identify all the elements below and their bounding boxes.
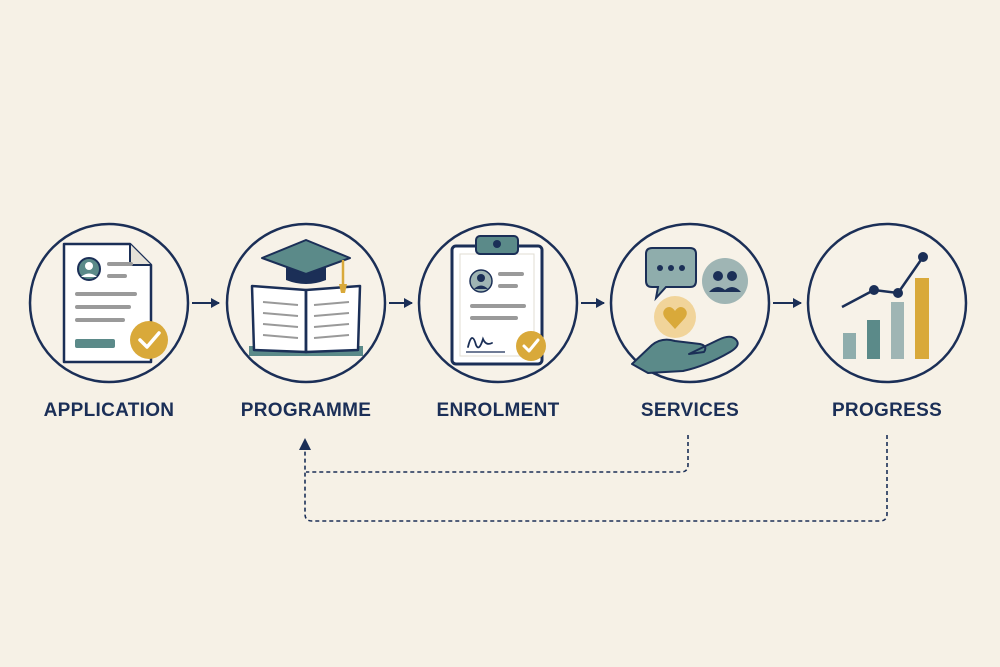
support-services-icon (631, 247, 748, 374)
feedback-loop-services-to-programme (306, 435, 689, 473)
clipboard-signature-icon (450, 235, 546, 366)
stage-label-enrolment: ENROLMENT (436, 400, 560, 421)
stage-label-programme: PROGRAMME (240, 400, 372, 421)
stage-circle-progress (806, 222, 968, 384)
document-check-icon (62, 242, 168, 364)
feedback-loop-progress-to-programme (304, 435, 888, 522)
stage-label-services: SERVICES (640, 400, 740, 421)
growth-chart-icon (841, 252, 929, 359)
book-graduation-icon (249, 239, 363, 356)
feedback-arrowhead (299, 438, 311, 450)
stage-label-application: APPLICATION (43, 400, 175, 421)
stage-label-progress: PROGRESS (831, 400, 943, 421)
